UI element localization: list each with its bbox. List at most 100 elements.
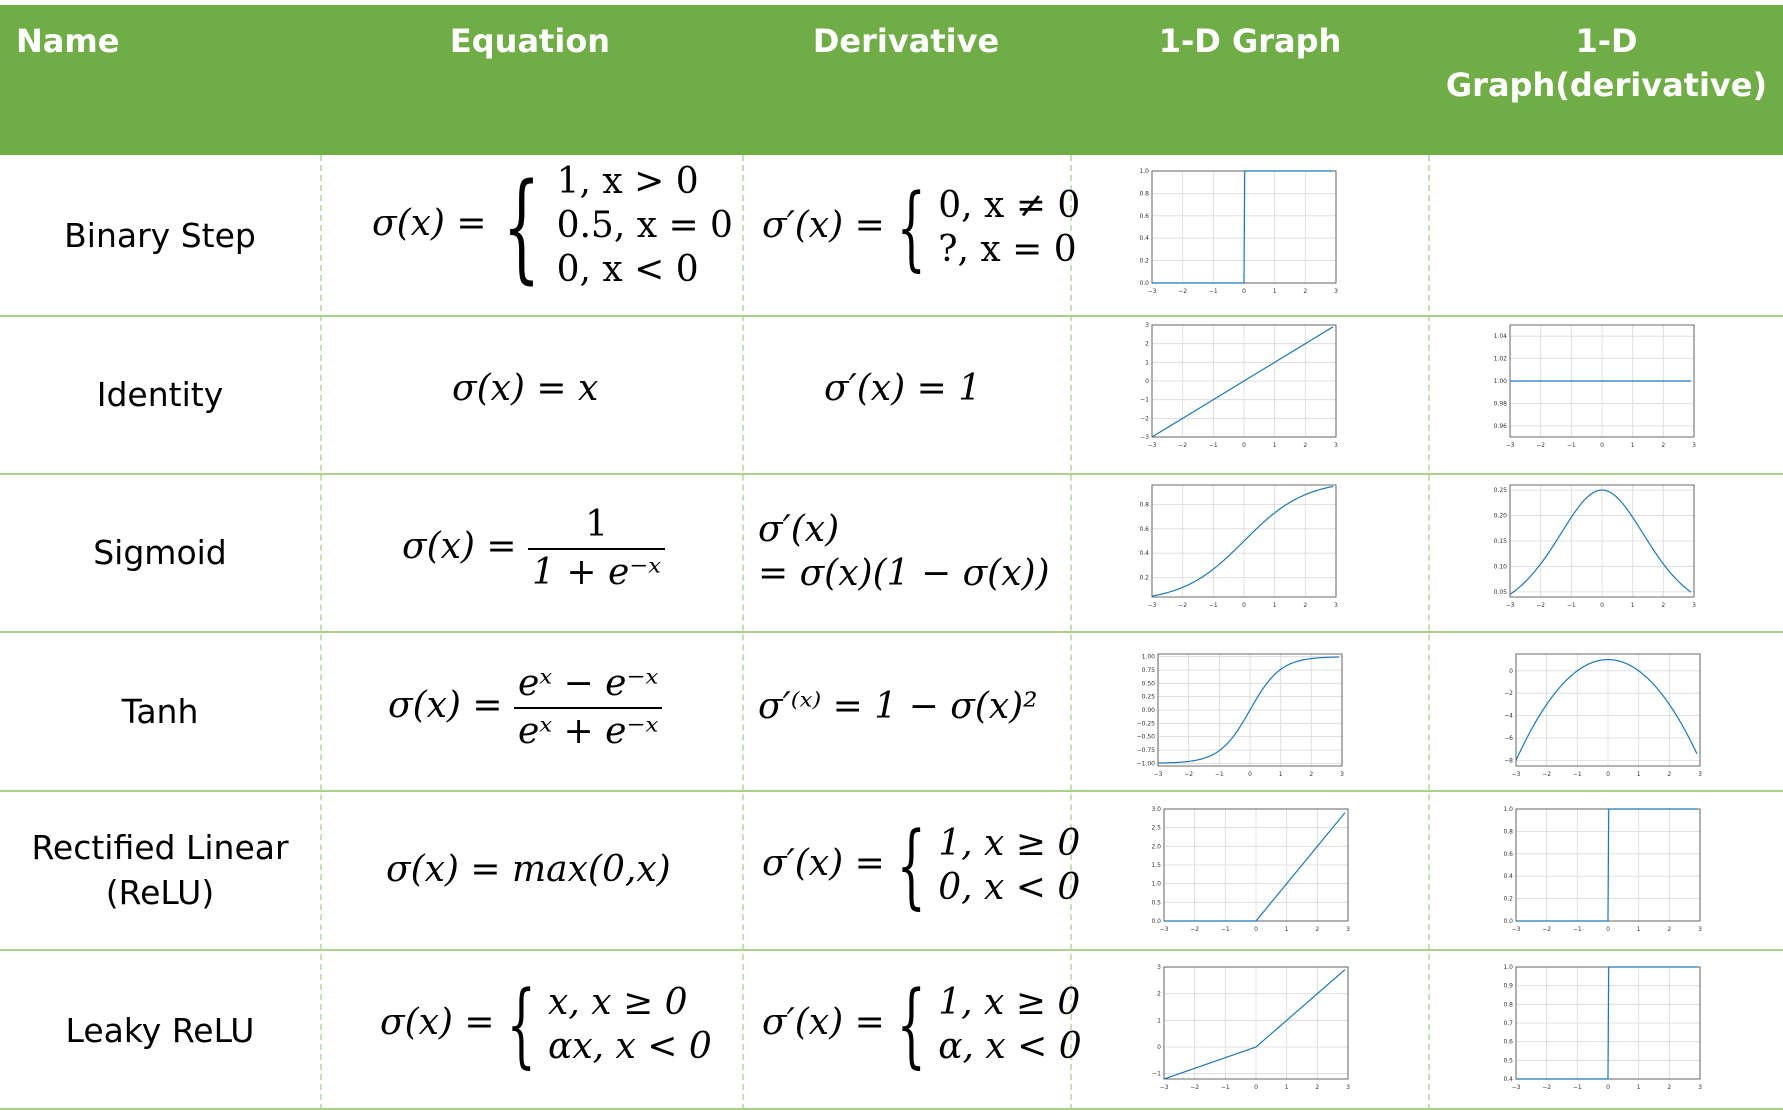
- header-equation: Equation: [449, 22, 611, 60]
- x-tick-label: 0: [1254, 926, 1258, 933]
- x-tick-label: 3: [1698, 926, 1702, 933]
- y-tick-label: 0.6: [1503, 851, 1513, 858]
- plot-frame: [1515, 653, 1701, 767]
- brace-icon: {: [896, 971, 927, 1078]
- equation-tanh: σ(x) = eˣ − e⁻ˣ eˣ + e⁻ˣ: [388, 661, 663, 755]
- deriv-line2: = σ(x)(1 − σ(x)): [758, 553, 1050, 594]
- x-tick-label: −2: [1190, 926, 1199, 933]
- x-tick-label: 2: [1309, 771, 1313, 778]
- row-name-relu: Rectified Linear (ReLU): [0, 825, 320, 915]
- header-graph-derivative-line2: Graph(derivative): [1445, 66, 1768, 104]
- x-tick-label: 2: [1667, 926, 1671, 933]
- y-tick-label: 0.0: [1503, 918, 1513, 925]
- x-tick-label: 2: [1303, 288, 1307, 295]
- x-tick-label: −2: [1178, 602, 1187, 609]
- row-divider: [0, 1108, 1783, 1110]
- y-tick-label: 1.00: [1494, 378, 1508, 385]
- y-tick-label: 0.8: [1503, 1001, 1513, 1008]
- y-tick-label: −6: [1504, 735, 1513, 742]
- series-line: [1516, 808, 1697, 922]
- y-tick-label: 1.0: [1139, 168, 1149, 175]
- y-tick-label: 3.0: [1151, 806, 1161, 813]
- row-divider: [0, 790, 1783, 792]
- denominator: 1 + e⁻ˣ: [532, 552, 662, 593]
- y-tick-label: 0.6: [1139, 213, 1149, 220]
- y-tick-label: 0.4: [1139, 235, 1149, 242]
- x-tick-label: 3: [1334, 288, 1338, 295]
- case-line: 1, x > 0: [556, 161, 699, 202]
- x-tick-label: −3: [1506, 602, 1515, 609]
- y-tick-label: 2: [1157, 991, 1161, 998]
- x-tick-label: −2: [1178, 442, 1187, 449]
- y-tick-label: 0: [1509, 668, 1513, 675]
- x-tick-label: 3: [1692, 442, 1696, 449]
- x-tick-label: −2: [1542, 771, 1551, 778]
- x-tick-label: 2: [1667, 771, 1671, 778]
- y-tick-label: −1.00: [1137, 760, 1156, 767]
- plot-frame: [1163, 966, 1349, 1080]
- x-tick-label: −1: [1209, 442, 1218, 449]
- case-line: x, x ≥ 0: [548, 982, 688, 1023]
- case-line: ?, x = 0: [938, 229, 1077, 270]
- case-line: 1, x ≥ 0: [938, 982, 1081, 1023]
- fraction: eˣ − e⁻ˣ eˣ + e⁻ˣ: [514, 661, 663, 755]
- y-tick-label: 3: [1145, 322, 1149, 329]
- series-line: [1151, 326, 1334, 438]
- header-name: Name: [16, 22, 120, 60]
- x-tick-label: −2: [1536, 602, 1545, 609]
- y-tick-label: 0.50: [1142, 680, 1156, 687]
- y-tick-label: −2: [1504, 690, 1513, 697]
- y-tick-label: 0.96: [1494, 423, 1508, 430]
- x-tick-label: 0: [1600, 442, 1604, 449]
- y-tick-label: 1.5: [1151, 862, 1161, 869]
- x-tick-label: −3: [1154, 771, 1163, 778]
- series-line: [1163, 969, 1346, 1080]
- eq-text: σ(x) = max(0,x): [386, 849, 671, 890]
- deriv-cases: 1, x ≥ 0 α, x < 0: [938, 981, 1081, 1069]
- x-tick-label: 0: [1600, 602, 1604, 609]
- x-tick-label: 0: [1242, 602, 1246, 609]
- header-graph-derivative-line1: 1-D: [1575, 22, 1638, 60]
- y-tick-label: 0.6: [1139, 526, 1149, 533]
- row-name-sigmoid: Sigmoid: [93, 533, 227, 572]
- plot-frame: [1157, 653, 1343, 767]
- row-name-binary-step: Binary Step: [64, 216, 256, 255]
- equation-relu: σ(x) = max(0,x): [386, 849, 671, 890]
- row-name-line1: Rectified Linear: [31, 828, 289, 867]
- y-tick-label: −2: [1140, 415, 1149, 422]
- y-tick-label: 0.9: [1503, 983, 1513, 990]
- y-tick-label: 1: [1157, 1017, 1161, 1024]
- series-line: [1509, 489, 1692, 595]
- y-tick-label: 0.8: [1503, 828, 1513, 835]
- x-tick-label: −1: [1215, 771, 1224, 778]
- x-tick-label: 2: [1315, 926, 1319, 933]
- x-tick-label: −2: [1184, 771, 1193, 778]
- y-tick-label: 0.0: [1139, 280, 1149, 287]
- case-line: α, x < 0: [938, 1026, 1082, 1067]
- y-tick-label: 0.8: [1139, 501, 1149, 508]
- plot-frame: [1151, 324, 1337, 438]
- x-tick-label: −1: [1567, 602, 1576, 609]
- deriv-lhs: σ′(x) =: [762, 843, 885, 884]
- equation-leaky-relu: σ(x) = { x, x ≥ 0 αx, x < 0: [380, 979, 712, 1071]
- row-divider: [0, 315, 1783, 317]
- x-tick-label: −3: [1148, 602, 1157, 609]
- row-name-line2: (ReLU): [105, 873, 215, 912]
- y-tick-label: 1.0: [1503, 964, 1513, 971]
- y-tick-label: 0.10: [1494, 563, 1508, 570]
- y-tick-label: −1: [1140, 397, 1149, 404]
- x-tick-label: 1: [1273, 288, 1277, 295]
- y-tick-label: 1.04: [1494, 333, 1508, 340]
- x-tick-label: 3: [1334, 442, 1338, 449]
- x-tick-label: 0: [1606, 1084, 1610, 1091]
- y-tick-label: −0.75: [1137, 747, 1156, 754]
- table-header: Name Equation Derivative 1-D Graph 1-D G…: [0, 5, 1783, 155]
